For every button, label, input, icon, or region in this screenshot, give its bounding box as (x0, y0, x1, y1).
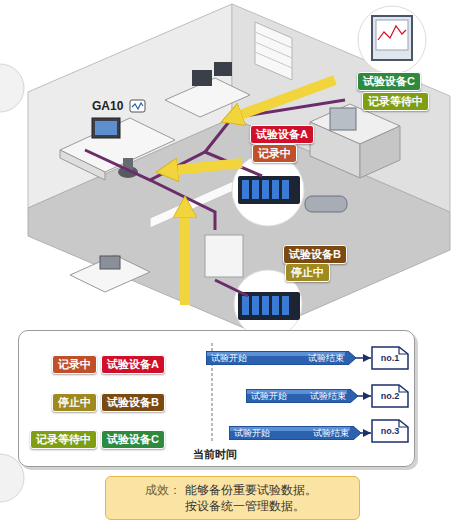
node-text: 试验结束 (310, 389, 346, 403)
node-text: 试验设备C (107, 433, 159, 445)
node-text: no.2 (381, 390, 400, 402)
module (252, 180, 259, 199)
test-period-bar: 试验开始 试验结束 (229, 426, 361, 440)
cabinet (205, 235, 243, 277)
blind-slat (255, 42, 292, 58)
data-flow-arrow (240, 80, 335, 115)
node-text: 记录等待中 (36, 433, 91, 445)
bar-arrow (206, 351, 356, 365)
module (262, 296, 269, 315)
window-blind (255, 22, 292, 80)
oven (330, 108, 356, 130)
node-text: 记录等待中 (368, 95, 423, 107)
highlight-circle (358, 6, 426, 74)
doc-fold (399, 347, 408, 354)
status-tag: 停止中 (285, 263, 330, 282)
node-text: 试验结束 (308, 351, 344, 365)
chart-recorder (372, 16, 412, 60)
node-text: 成效： (145, 482, 181, 498)
ga10-icon-wave (132, 103, 143, 109)
doc-outline (372, 385, 408, 407)
connector-arrow (361, 432, 371, 434)
timeline-panel: 当前时间记录中试验设备A试验开始试验结束no.1停止中试验设备B试验开始试验结束… (18, 330, 415, 467)
data-file-icon: no.3 (371, 419, 409, 443)
pc-monitor (92, 118, 120, 138)
lab-bench-side (360, 126, 400, 178)
doc-outline (372, 420, 408, 442)
monitor (214, 62, 232, 76)
status-tag: 试验设备C (101, 430, 165, 449)
node-text: 记录中 (58, 358, 91, 370)
bar-arrow (246, 389, 358, 403)
node-text: 试验设备B (107, 396, 159, 408)
effect-box: 成效：能够备份重要试验数据。 按设备统一管理数据。 (105, 476, 360, 520)
blind-slat (255, 52, 292, 68)
time-label: 当前时间 (193, 447, 237, 461)
bar-arrow (229, 426, 361, 440)
status-tag: 记录中 (52, 355, 97, 374)
pc-screen (95, 121, 117, 135)
module (252, 296, 259, 315)
module (272, 180, 279, 199)
module (242, 180, 249, 199)
recorder-screen (376, 20, 408, 50)
connector-arrow (358, 395, 371, 397)
blind-slat (255, 32, 292, 48)
monitor (192, 70, 212, 86)
recorder-rack (238, 176, 300, 204)
node-text: 停止中 (291, 266, 324, 278)
laptop (100, 256, 120, 269)
connector-arrow (356, 357, 371, 359)
node-text: 记录中 (258, 147, 291, 159)
status-tag: 停止中 (52, 393, 97, 412)
test-period-bar: 试验开始 试验结束 (246, 389, 358, 403)
node-text: 试验设备A (256, 128, 308, 140)
deco-circle (0, 64, 24, 112)
data-file-icon: no.2 (371, 384, 409, 408)
floor (28, 118, 450, 334)
status-tag: 试验设备C (357, 72, 421, 91)
module (242, 296, 249, 315)
node-text: 试验设备A (107, 358, 159, 370)
ga10-icon (130, 100, 145, 112)
network-line (85, 150, 262, 180)
data-flow-arrow (176, 163, 242, 170)
node-text: 试验开始 (211, 351, 247, 365)
module (282, 296, 289, 315)
desk (70, 255, 150, 292)
node-text: no.1 (381, 352, 400, 364)
data-flow-arrow (180, 216, 190, 305)
node-text: no.3 (381, 425, 400, 437)
node-text: 试验开始 (251, 389, 287, 403)
status-tag: 记录等待中 (362, 92, 429, 111)
device-label: GA10 (92, 99, 123, 113)
module (262, 180, 269, 199)
trend-line (378, 26, 406, 40)
node-text: 试验设备C (363, 75, 415, 87)
motor (305, 196, 347, 212)
doc-fold (399, 385, 408, 392)
status-tag: 试验设备A (101, 355, 165, 374)
status-tag: 试验设备B (101, 393, 165, 412)
data-file-icon: no.1 (371, 346, 409, 370)
module (272, 296, 279, 315)
node-text: 试验开始 (234, 426, 270, 440)
status-tag: 试验设备B (283, 245, 347, 264)
highlight-circle (232, 154, 304, 226)
status-tag: 试验设备A (250, 125, 314, 144)
module (282, 180, 289, 199)
doc-outline (372, 347, 408, 369)
node-text: 试验设备B (289, 248, 341, 260)
panel-ground (18, 330, 415, 467)
node-text: 试验结束 (313, 426, 349, 440)
node-text: 停止中 (58, 396, 91, 408)
doc-fold (399, 420, 408, 427)
status-tag: 记录中 (252, 144, 297, 163)
status-tag: 记录等待中 (30, 430, 97, 449)
test-period-bar: 试验开始 试验结束 (206, 351, 356, 365)
node-text: 能够备份重要试验数据。 按设备统一管理数据。 (185, 482, 319, 514)
network-line (215, 280, 248, 296)
